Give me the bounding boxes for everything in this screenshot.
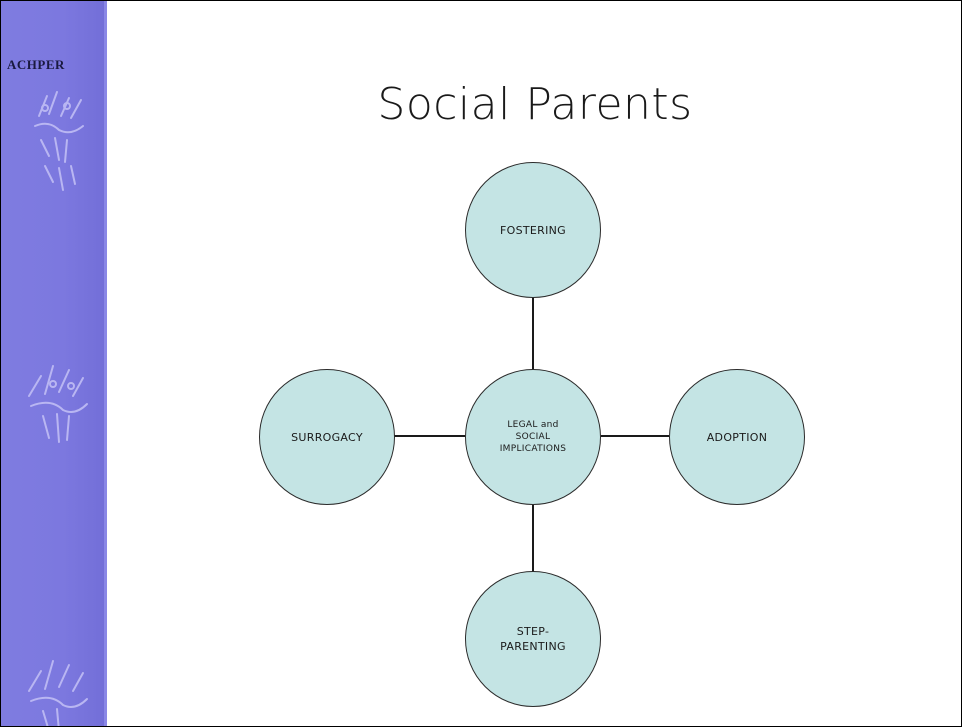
logo: ACHPER bbox=[7, 57, 65, 72]
slide-title: Social Parents bbox=[377, 79, 693, 130]
sidebar bbox=[1, 1, 104, 726]
node-step-parenting: STEP- PARENTING bbox=[465, 571, 601, 707]
node-surrogacy: SURROGACY bbox=[259, 369, 395, 505]
node-fostering: FOSTERING bbox=[465, 162, 601, 298]
decorative-figures-icon bbox=[28, 365, 88, 443]
decorative-figures-icon bbox=[34, 91, 84, 191]
sidebar-edge bbox=[104, 1, 107, 726]
node-fostering-label: FOSTERING bbox=[500, 223, 566, 237]
node-adoption: ADOPTION bbox=[669, 369, 805, 505]
node-center-label: LEGAL and SOCIAL IMPLICATIONS bbox=[499, 420, 567, 454]
node-adoption-label: ADOPTION bbox=[706, 430, 768, 444]
node-legal-social-implications: LEGAL and SOCIAL IMPLICATIONS bbox=[465, 369, 601, 505]
node-surrogacy-label: SURROGACY bbox=[291, 430, 363, 444]
decorative-figures-icon bbox=[28, 660, 88, 726]
node-step-parenting-label: STEP- PARENTING bbox=[500, 625, 566, 653]
